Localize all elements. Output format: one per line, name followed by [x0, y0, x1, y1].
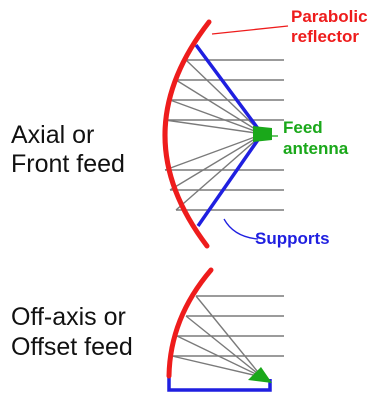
axial-reflected-rays: [164, 59, 264, 211]
offset-feed-antenna: [248, 367, 272, 383]
feed-callout-line2: antenna: [283, 139, 349, 158]
feed-callout-line1: Feed: [283, 118, 323, 137]
offset-incoming-rays: [172, 295, 284, 357]
supports-leader-line: [223, 218, 259, 240]
axial-supports: [194, 43, 265, 227]
offset-feed-figure: [166, 267, 284, 392]
offset-supports: [167, 374, 272, 392]
axial-label-line1: Axial or: [11, 121, 94, 149]
axial-feed-figure: [162, 19, 284, 249]
axial-feed-antenna: [253, 126, 272, 142]
offset-label-line1: Off-axis or: [11, 303, 126, 331]
offset-label-line2: Offset feed: [11, 333, 133, 361]
offset-parabolic-reflector: [166, 267, 214, 379]
axial-label-line2: Front feed: [11, 150, 125, 178]
reflector-callout-line2: reflector: [291, 27, 359, 46]
reflector-leader-line: [211, 25, 289, 35]
axial-parabolic-reflector: [162, 19, 212, 249]
supports-callout: Supports: [255, 229, 330, 248]
offset-reflected-rays: [171, 295, 263, 378]
reflector-callout-line1: Parabolic: [291, 7, 368, 26]
